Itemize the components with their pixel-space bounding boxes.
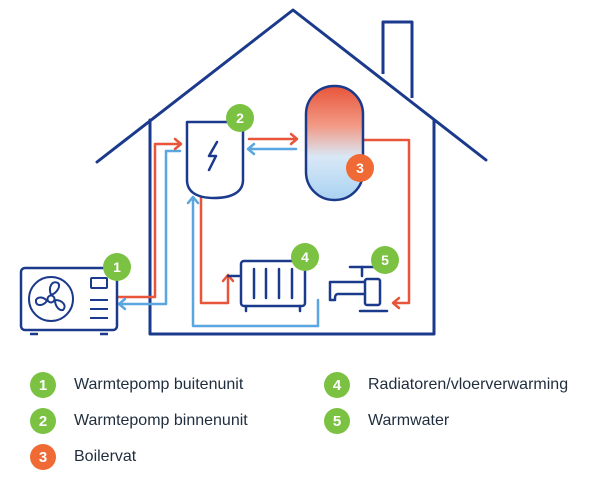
legend-label-5: Warmwater	[368, 412, 450, 429]
svg-text:3: 3	[356, 160, 364, 176]
legend-badge-3: 3	[30, 444, 56, 470]
lightning-icon	[207, 140, 219, 172]
legend-badge-4: 4	[324, 372, 350, 398]
svg-text:5: 5	[381, 252, 389, 268]
legend-label-2: Warmtepomp binnenunit	[74, 412, 248, 429]
svg-text:2: 2	[236, 110, 244, 126]
cold-pipes	[118, 147, 320, 328]
faucet-icon	[328, 265, 389, 313]
legend-label-1: Warmtepomp buitenunit	[74, 376, 244, 393]
legend-item-warmwater: 5 Warmwater	[324, 408, 449, 434]
badge-4: 4	[291, 243, 319, 271]
legend-item-boilervat: 3 Boilervat	[30, 444, 136, 470]
badge-1: 1	[103, 253, 131, 281]
hot-pipes	[115, 137, 411, 305]
radiator-icon	[226, 259, 307, 313]
legend-label-4: Radiatoren/vloerverwarming	[368, 376, 569, 393]
badge-3: 3	[346, 154, 374, 182]
boiler-tank	[304, 84, 365, 202]
legend-badge-2: 2	[30, 408, 56, 434]
chimney	[381, 20, 414, 98]
legend-item-buitenunit: 1 Warmtepomp buitenunit	[30, 372, 243, 398]
legend-item-binnenunit: 2 Warmtepomp binnenunit	[30, 408, 248, 434]
legend-label-3: Boilervat	[74, 448, 137, 465]
outdoor-unit	[19, 266, 119, 336]
legend-badge-5: 5	[324, 408, 350, 434]
badge-2: 2	[226, 104, 254, 132]
badge-5: 5	[371, 246, 399, 274]
legend-badge-1: 1	[30, 372, 56, 398]
house-outline	[95, 8, 488, 336]
legend-item-radiatoren: 4 Radiatoren/vloerverwarming	[324, 372, 568, 398]
svg-text:4: 4	[301, 249, 309, 265]
fan-icon	[28, 276, 74, 322]
heat-pump-diagram: 1 2 3 4 5	[19, 8, 488, 336]
svg-text:1: 1	[113, 259, 121, 275]
